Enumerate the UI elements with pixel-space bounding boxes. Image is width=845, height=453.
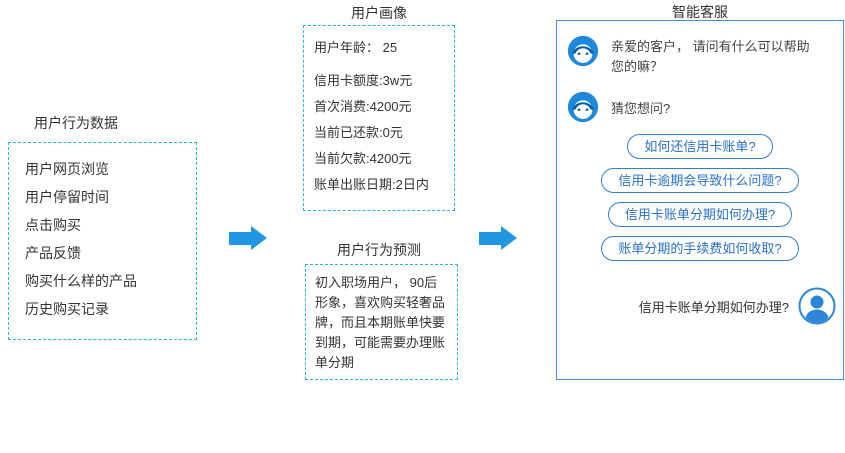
agent-message: 亲爱的客户， 请问有什么可以帮助您的嘛？: [567, 35, 817, 77]
profile-item: 当前欠款:4200元: [314, 151, 412, 166]
arrow-head: [251, 226, 267, 250]
behavior-item: 历史购买记录: [25, 301, 109, 317]
smart-service-title: 智能客服: [672, 4, 728, 20]
user-avatar-icon: [798, 287, 836, 325]
right-arrow-icon: [229, 226, 267, 250]
arrow-shaft: [479, 231, 501, 245]
agent-avatar-icon: [567, 91, 599, 123]
behavior-prediction-panel: 初入职场用户， 90后形象，喜欢购买轻奢品牌，而且本期账单快要到期，可能需要办理…: [305, 264, 458, 380]
user-behavior-panel: 用户网页浏览 用户停留时间 点击购买 产品反馈 购买什么样的产品 历史购买记录: [8, 142, 197, 340]
user-message: 信用卡账单分期如何办理?: [639, 287, 836, 325]
behavior-item: 用户停留时间: [25, 189, 109, 205]
user-profile-panel: 用户年龄： 25 信用卡额度:3w元 首次消费:4200元 当前已还款:0元 当…: [303, 25, 455, 211]
profile-item: 用户年龄： 25: [314, 40, 398, 55]
user-profile-title: 用户画像: [351, 5, 407, 21]
behavior-prediction-title: 用户行为预测: [337, 242, 421, 258]
profile-item: 账单出账日期:2日内: [314, 177, 429, 192]
behavior-item: 产品反馈: [25, 245, 81, 261]
agent-message: 猜您想问?: [567, 91, 817, 123]
profile-item: 信用卡额度:3w元: [314, 73, 413, 88]
user-behavior-title: 用户行为数据: [34, 115, 118, 131]
smart-service-panel: 亲爱的客户， 请问有什么可以帮助您的嘛？ 猜您想问? 如何还信用卡账单? 信用卡…: [556, 20, 844, 380]
behavior-item: 用户网页浏览: [25, 161, 109, 177]
arrow-shaft: [229, 231, 251, 245]
quick-question-button-3[interactable]: 信用卡账单分期如何办理?: [607, 202, 793, 227]
profile-item: 首次消费:4200元: [314, 99, 412, 114]
user-message-text: 信用卡账单分期如何办理?: [638, 299, 789, 315]
prediction-text: 初入职场用户， 90后形象，喜欢购买轻奢品牌，而且本期账单快要到期，可能需要办理…: [315, 275, 446, 370]
quick-question-button-2[interactable]: 信用卡逾期会导致什么问题?: [601, 168, 799, 193]
quick-question-list: 如何还信用卡账单? 信用卡逾期会导致什么问题? 信用卡账单分期如何办理? 账单分…: [557, 134, 843, 261]
behavior-item: 点击购买: [25, 217, 81, 233]
agent-avatar-icon: [567, 35, 599, 67]
agent-message-text: 亲爱的客户， 请问有什么可以帮助您的嘛？: [611, 39, 810, 74]
right-arrow-icon: [479, 226, 517, 250]
agent-message-text: 猜您想问?: [611, 101, 671, 116]
behavior-item: 购买什么样的产品: [25, 273, 137, 289]
quick-question-button-4[interactable]: 账单分期的手续费如何收取?: [601, 236, 799, 261]
quick-question-button-1[interactable]: 如何还信用卡账单?: [627, 134, 773, 159]
profile-item: 当前已还款:0元: [314, 125, 403, 140]
arrow-head: [501, 226, 517, 250]
